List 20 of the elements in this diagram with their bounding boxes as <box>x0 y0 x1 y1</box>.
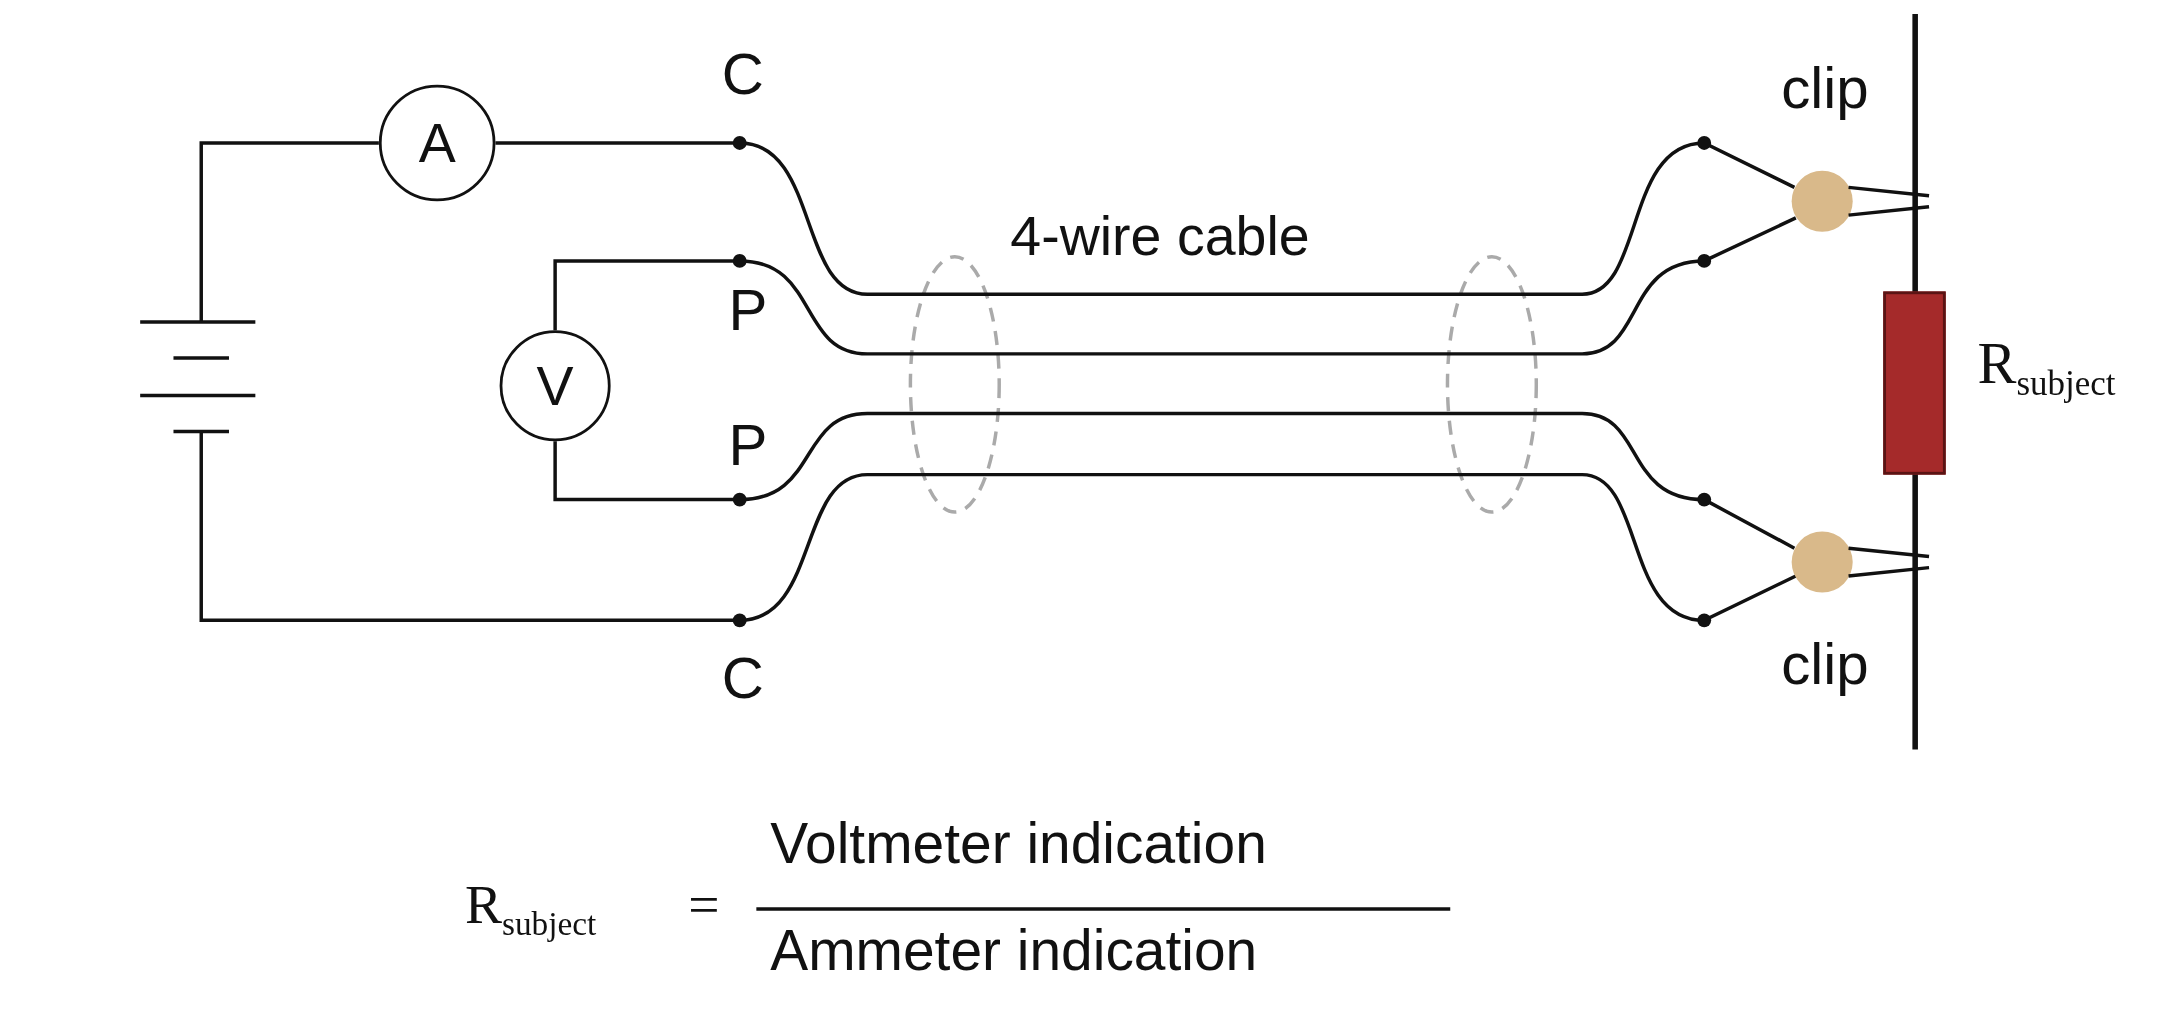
voltmeter-symbol: V <box>499 330 611 442</box>
ammeter-symbol: A <box>378 84 496 202</box>
component-label: R$_{subject}$ <box>1977 330 2116 404</box>
terminal-label: C <box>721 41 764 109</box>
clip-label: clip <box>1780 631 1870 699</box>
cable-label: 4-wire cable <box>1010 205 1310 268</box>
wire <box>553 216 1797 356</box>
resistor-symbol <box>1883 291 1946 475</box>
equals-sign: = <box>688 871 720 937</box>
terminal-label: C <box>721 645 764 712</box>
terminal-label: P <box>728 412 768 479</box>
wire <box>553 411 1796 550</box>
formula-numerator: Voltmeter indication <box>770 811 1267 878</box>
clip-label: clip <box>1780 55 1870 123</box>
formula-term: R$_{subject}$ <box>464 871 597 943</box>
terminal-label: P <box>728 277 768 345</box>
wire <box>495 141 1796 296</box>
formula-denominator: Ammeter indication <box>770 918 1258 984</box>
wire <box>199 431 1797 623</box>
wire <box>199 141 379 322</box>
